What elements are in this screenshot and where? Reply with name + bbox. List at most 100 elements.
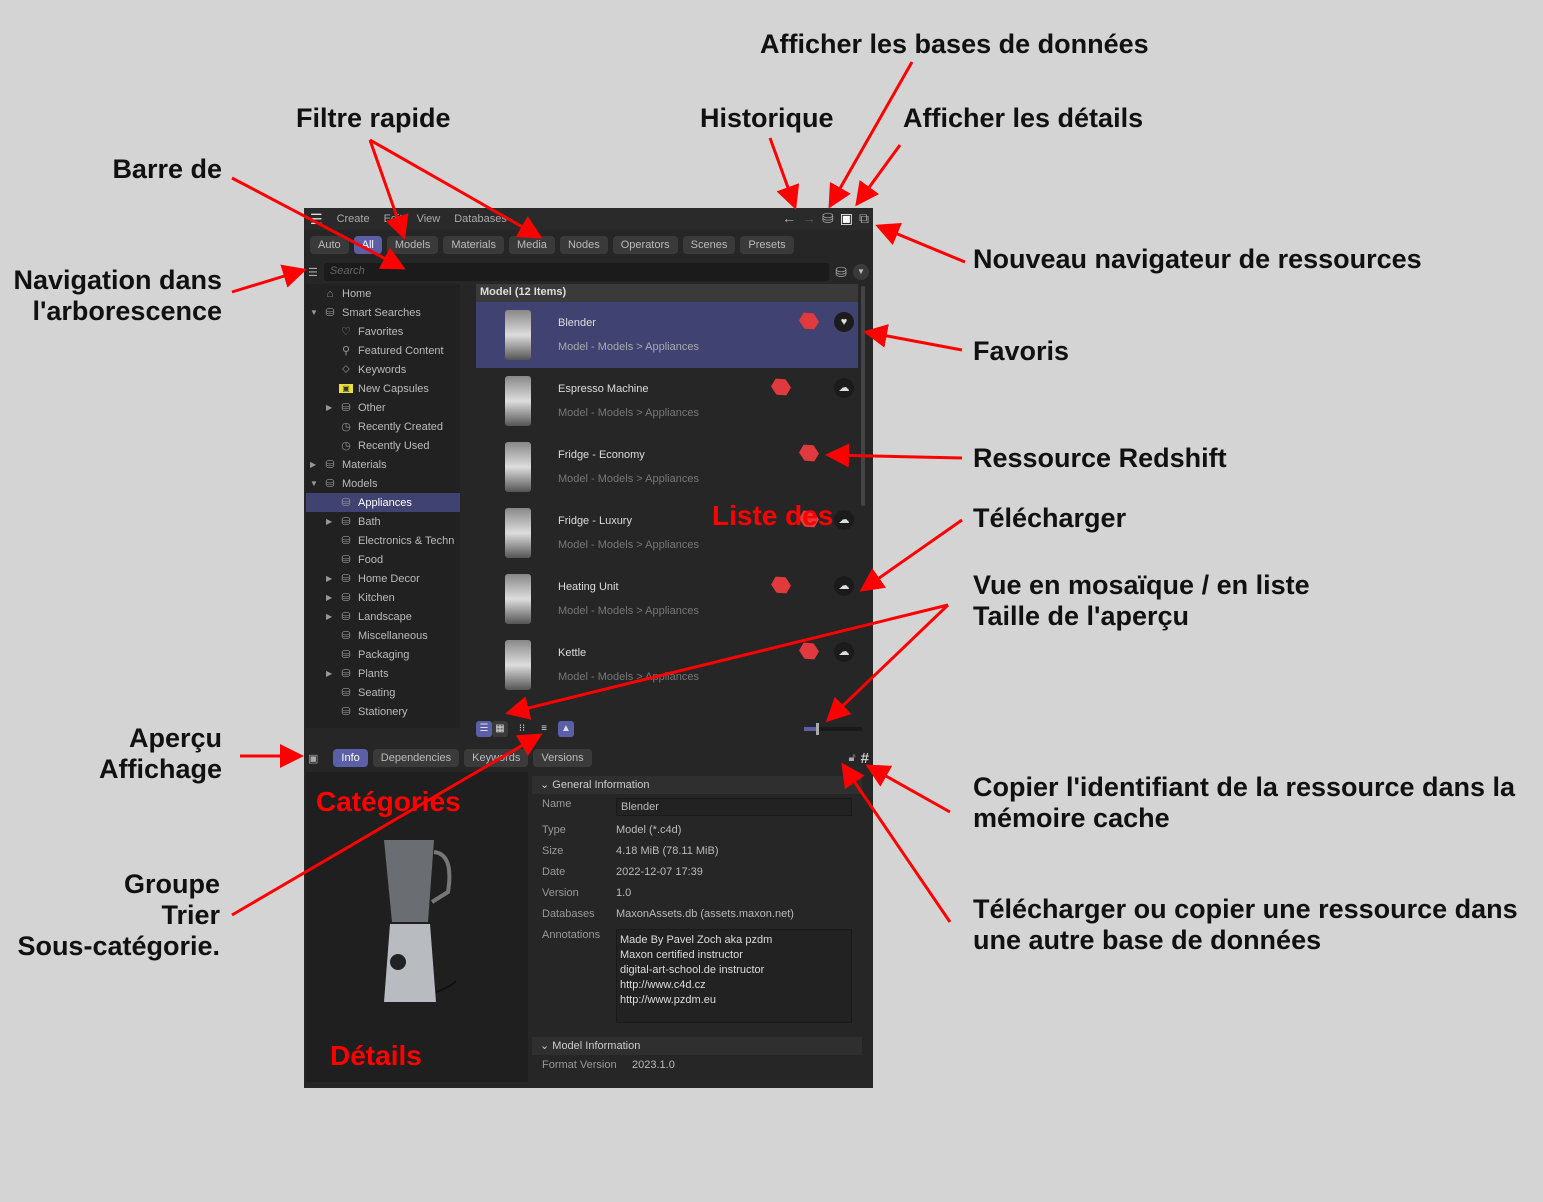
tab-dependencies[interactable]: Dependencies [372, 749, 460, 767]
type-value: Model (*.c4d) [616, 824, 682, 836]
label: Size [542, 845, 564, 857]
db-icon: ⛁ [341, 649, 351, 661]
tree-item[interactable]: ▼⛁Models [306, 474, 460, 493]
database-icon[interactable]: ⛁ [822, 210, 834, 226]
filter-scenes[interactable]: Scenes [682, 236, 736, 254]
subcategory-button[interactable]: ▲ [558, 721, 574, 737]
download-icon[interactable]: ☁ [834, 576, 854, 596]
caret-right-icon[interactable]: ▶ [310, 460, 317, 469]
caret-right-icon[interactable]: ▶ [326, 517, 333, 526]
filter-auto[interactable]: Auto [310, 236, 349, 254]
tree-item[interactable]: ◷Recently Created [306, 417, 460, 436]
tree-item[interactable]: ⚲Featured Content [306, 341, 460, 360]
download-icon[interactable]: ☁ [834, 378, 854, 398]
caret-down-icon[interactable]: ▼ [310, 308, 318, 317]
filter-operators[interactable]: Operators [612, 236, 678, 254]
annotations-field[interactable]: Made By Pavel Zoch aka pzdm Maxon certif… [616, 929, 852, 1023]
tag-icon: ⬦ [342, 363, 350, 375]
db-icon: ⛁ [325, 307, 335, 319]
tree-item[interactable]: ▶⛁Kitchen [306, 588, 460, 607]
details-panel-icon[interactable]: ▣ [839, 210, 853, 226]
caret-right-icon[interactable]: ▶ [326, 403, 333, 412]
tree-item[interactable]: ▼⛁Smart Searches [306, 303, 460, 322]
tree-item[interactable]: ⛁Seating [306, 683, 460, 702]
menu-databases[interactable]: Databases [454, 213, 507, 225]
new-window-icon[interactable]: ⧉ [859, 210, 869, 226]
asset-path: Model - Models > Appliances [558, 407, 699, 419]
tree-item[interactable]: ⛁Stationery [306, 702, 460, 721]
hash-icon[interactable]: # [860, 749, 869, 767]
version-value: 1.0 [616, 887, 632, 899]
hamburger-icon[interactable]: ☰ [310, 210, 323, 227]
download-icon[interactable]: ☁ [834, 642, 854, 662]
name-field[interactable]: Blender [616, 798, 852, 816]
filter-media[interactable]: Media [508, 236, 555, 254]
tree-item[interactable]: ⬦Keywords [306, 360, 460, 379]
tree-item[interactable]: ▶⛁Landscape [306, 607, 460, 626]
search-icon: ⚲ [341, 345, 351, 357]
lock-icon[interactable]: 🔓︎ [848, 751, 856, 764]
tree-item[interactable]: ⛁Miscellaneous [306, 626, 460, 645]
model-info-header[interactable]: ⌄ Model Information [532, 1037, 862, 1055]
search-input[interactable]: Search [323, 263, 830, 281]
filter-models[interactable]: Models [386, 236, 439, 254]
tree-item[interactable]: ⛁Food [306, 550, 460, 569]
tab-versions[interactable]: Versions [533, 749, 592, 767]
list-scrollbar[interactable] [861, 286, 865, 506]
size-value: 4.18 MiB (78.11 MiB) [616, 845, 719, 857]
dropdown-icon[interactable]: ▼ [853, 264, 869, 280]
list-view-button[interactable]: ☰ [476, 721, 492, 737]
tab-keywords[interactable]: Keywords [464, 749, 529, 767]
arrow [768, 137, 800, 210]
caret-right-icon[interactable]: ▶ [326, 669, 333, 678]
general-info-header[interactable]: ⌄ General Information [532, 776, 862, 794]
tree-item-label: Favorites [358, 325, 404, 338]
caret-right-icon[interactable]: ▶ [326, 593, 333, 602]
back-arrow-icon[interactable]: ← [782, 210, 797, 226]
download-icon[interactable]: ☁ [834, 510, 854, 530]
preview-toggle-icon[interactable]: ▣ [308, 752, 319, 765]
database-filter-icon[interactable]: ⛁ [835, 263, 847, 280]
tree-item-label: Materials [342, 458, 387, 471]
tab-info[interactable]: Info [333, 749, 368, 767]
tree-item[interactable]: ▶⛁Home Decor [306, 569, 460, 588]
filter-presets[interactable]: Presets [740, 236, 794, 254]
menu-view[interactable]: View [416, 213, 441, 225]
menu-create[interactable]: Create [336, 213, 370, 225]
preview-size-slider[interactable] [804, 723, 862, 735]
asset-name: Blender [558, 317, 596, 329]
tree-item[interactable]: ▣New Capsules [306, 379, 460, 398]
caret-right-icon[interactable]: ▶ [326, 612, 333, 621]
tree-item[interactable]: ⛁Packaging [306, 645, 460, 664]
filter-materials[interactable]: Materials [443, 236, 504, 254]
tree-item[interactable]: ▶⛁Other [306, 398, 460, 417]
tree-item[interactable]: ▶⛁Bath [306, 512, 460, 531]
asset-browser-window: ☰ Create Edit View Databases ← → ⛁ ▣ ⧉ A… [304, 208, 873, 1088]
tree-item[interactable]: ▶⛁Plants [306, 664, 460, 683]
group-button[interactable]: ⁝⁝ [518, 723, 526, 734]
tree-item[interactable]: ⌂Home [306, 284, 460, 303]
caret-right-icon[interactable]: ▶ [326, 574, 333, 583]
forward-arrow-icon[interactable]: → [802, 210, 817, 226]
label: Name [542, 798, 572, 810]
grid-view-button[interactable]: ▦ [492, 721, 508, 737]
tree-toggle-icon[interactable]: ☰ [308, 266, 318, 279]
filter-all[interactable]: All [353, 236, 382, 254]
tree-item[interactable]: ⛁Electronics & Techn [306, 531, 460, 550]
favorite-icon[interactable]: ♥ [834, 312, 854, 332]
arrow [859, 518, 963, 592]
tree-item[interactable]: ⛁Appliances [306, 493, 460, 512]
menu-edit[interactable]: Edit [383, 213, 403, 225]
tree-item[interactable]: ◷Recently Used [306, 436, 460, 455]
sort-button[interactable]: ≡ [541, 723, 547, 734]
tree-item[interactable]: ♡Favorites [306, 322, 460, 341]
tree-item[interactable]: ▶⛁Materials [306, 455, 460, 474]
caret-down-icon[interactable]: ▼ [310, 479, 318, 488]
filter-nodes[interactable]: Nodes [559, 236, 608, 254]
